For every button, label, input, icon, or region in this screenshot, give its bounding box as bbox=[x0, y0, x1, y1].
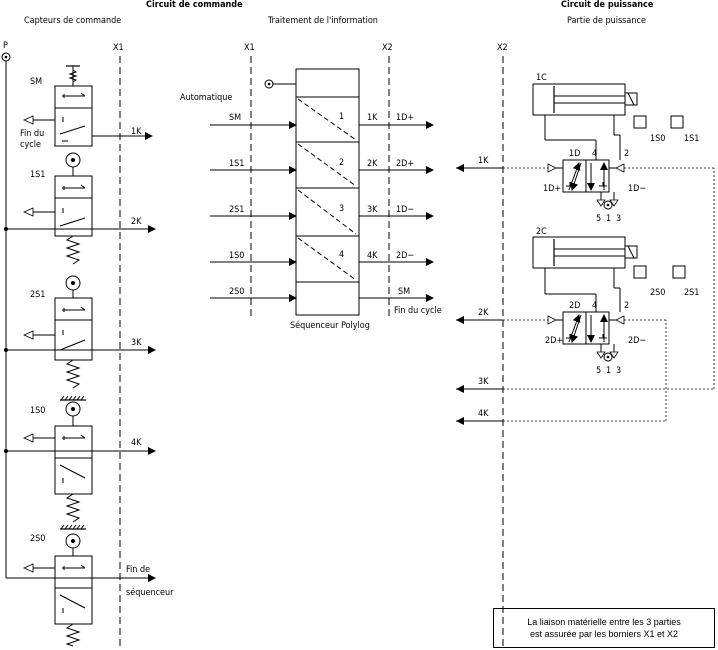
automatique-label: Automatique bbox=[180, 93, 232, 103]
seq-out-sm: SM bbox=[398, 287, 410, 297]
power-1s0-label: 1S0 bbox=[650, 134, 665, 144]
valve-1d-port1: 1 bbox=[606, 214, 611, 224]
seq-in-1s1: 1S1 bbox=[229, 159, 244, 169]
valve-2d-plus: 2D+ bbox=[545, 336, 563, 346]
sensor-1s0-label: 1S0 bbox=[30, 406, 45, 416]
valve-1d-port2: 2 bbox=[624, 149, 629, 159]
power-1k-label: 1K bbox=[478, 156, 489, 166]
valve-2d: 2D 4 2 2D+ 2D− 5 1 3 bbox=[545, 301, 646, 376]
title-partie-puissance: Partie de puissance bbox=[567, 16, 646, 26]
liaison-note: La liaison matérielle entre les 3 partie… bbox=[493, 608, 715, 648]
valve-1d-port3: 3 bbox=[616, 214, 621, 224]
valve-1d-supply-icon bbox=[603, 200, 613, 210]
valve-2d-supply-icon bbox=[603, 352, 613, 362]
fin-cycle-text-1: Fin du bbox=[20, 129, 44, 139]
step-4: 4 bbox=[339, 250, 344, 260]
valve-2d-port5: 5 bbox=[596, 366, 601, 376]
valve-1d: 1D 4 2 1D+ 1D− 5 1 3 bbox=[543, 149, 646, 224]
valve-2d-port4: 4 bbox=[592, 301, 597, 311]
cylinder-1c-label: 1C bbox=[536, 73, 547, 83]
note-line-2: est assurée par les borniers X1 et X2 bbox=[529, 629, 679, 639]
sensor-1s0-marker bbox=[633, 115, 647, 129]
seq-out-1dminus: 1D− bbox=[396, 205, 414, 215]
bornier-x2-label-2: X2 bbox=[497, 43, 508, 53]
sensor-1s1: 1S1 2K bbox=[4, 152, 156, 265]
sensor-sm-label: SM bbox=[30, 77, 42, 87]
power-1s1-label: 1S1 bbox=[684, 134, 699, 144]
title-traitement: Traitement de l'information bbox=[267, 16, 378, 26]
signal-4k-left: 4K bbox=[131, 438, 142, 448]
bornier-x2-label: X2 bbox=[382, 43, 393, 53]
seq-out-1k: 1K bbox=[367, 113, 378, 123]
valve-1d-minus: 1D− bbox=[628, 184, 646, 194]
seq-out-2dplus: 2D+ bbox=[396, 159, 414, 169]
step-1: 1 bbox=[339, 112, 344, 122]
sensor-1s1-label: 1S1 bbox=[30, 170, 45, 180]
valve-2d-label: 2D bbox=[569, 301, 580, 311]
valve-2d-minus: 2D− bbox=[628, 336, 646, 346]
seq-out-2k: 2K bbox=[367, 159, 378, 169]
step-3: 3 bbox=[339, 204, 344, 214]
supply-label: P bbox=[3, 41, 8, 51]
title-circuit-puissance: Circuit de puissance bbox=[561, 0, 654, 10]
sequencer-polylog: Automatique 1 2 3 4 SM 1S1 2S1 1S0 2S0 1… bbox=[180, 68, 442, 331]
signal-2k-left: 2K bbox=[131, 217, 142, 227]
title-circuit-commande: Circuit de commande bbox=[146, 0, 243, 10]
sensor-2s0: 2S0 Fin de séquenceur bbox=[6, 524, 174, 647]
cylinder-1c: 1C 1S0 1S1 bbox=[532, 73, 699, 160]
seq-out-3k: 3K bbox=[367, 205, 378, 215]
seq-in-1s0: 1S0 bbox=[229, 251, 244, 261]
sensor-2s1: 2S1 3K bbox=[4, 275, 156, 389]
bornier-x1-label: X1 bbox=[113, 43, 124, 53]
signal-3k-left: 3K bbox=[131, 338, 142, 348]
power-3k-label: 3K bbox=[478, 377, 489, 387]
sensor-2s1-label: 2S1 bbox=[30, 290, 45, 300]
sensor-1s1-marker bbox=[670, 115, 684, 129]
sequencer-label: Séquenceur Polylog bbox=[290, 320, 370, 331]
power-2k-label: 2K bbox=[478, 308, 489, 318]
note-line-1: La liaison matérielle entre les 3 partie… bbox=[527, 617, 681, 627]
seq-out-1dplus: 1D+ bbox=[396, 113, 414, 123]
power-4k-label: 4K bbox=[478, 409, 489, 419]
power-2s0-label: 2S0 bbox=[650, 288, 665, 298]
sensor-sm: SM Fin du cycle 1K bbox=[20, 65, 153, 150]
valve-2d-port3: 3 bbox=[616, 366, 621, 376]
seq-in-2s0: 2S0 bbox=[229, 287, 244, 297]
cylinder-2c: 2C 2S0 2S1 bbox=[532, 227, 699, 312]
valve-1d-label: 1D bbox=[569, 149, 580, 159]
fin-seq-text-2: séquenceur bbox=[126, 587, 174, 598]
sensor-2s1-marker bbox=[672, 265, 686, 279]
power-2s1-label: 2S1 bbox=[684, 288, 699, 298]
seq-out-2dminus: 2D− bbox=[396, 251, 414, 261]
step-2: 2 bbox=[339, 158, 344, 168]
seq-in-sm: SM bbox=[229, 113, 241, 123]
power-signal-lines: 1K 2K 3K 4K bbox=[456, 156, 715, 425]
seq-out-4k: 4K bbox=[367, 251, 378, 261]
bornier-x1-label-2: X1 bbox=[244, 43, 255, 53]
sensor-2s0-label: 2S0 bbox=[30, 534, 45, 544]
sensor-2s0-marker bbox=[633, 265, 647, 279]
title-capteurs: Capteurs de commande bbox=[24, 16, 121, 26]
fin-cycle-text-2: cycle bbox=[20, 140, 41, 150]
fin-seq-text-1: Fin de bbox=[126, 565, 150, 575]
valve-2d-port1: 1 bbox=[606, 366, 611, 376]
signal-1k-left: 1K bbox=[131, 127, 142, 137]
seq-fin-du-cycle: Fin du cycle bbox=[394, 306, 442, 316]
seq-in-2s1: 2S1 bbox=[229, 205, 244, 215]
valve-1d-plus: 1D+ bbox=[543, 184, 561, 194]
sensor-1s0: 1S0 4K bbox=[4, 395, 156, 523]
valve-2d-port2: 2 bbox=[624, 301, 629, 311]
sequencer-box bbox=[295, 68, 360, 316]
valve-1d-port4: 4 bbox=[592, 149, 597, 159]
valve-1d-port5: 5 bbox=[596, 214, 601, 224]
cylinder-2c-label: 2C bbox=[536, 227, 547, 237]
